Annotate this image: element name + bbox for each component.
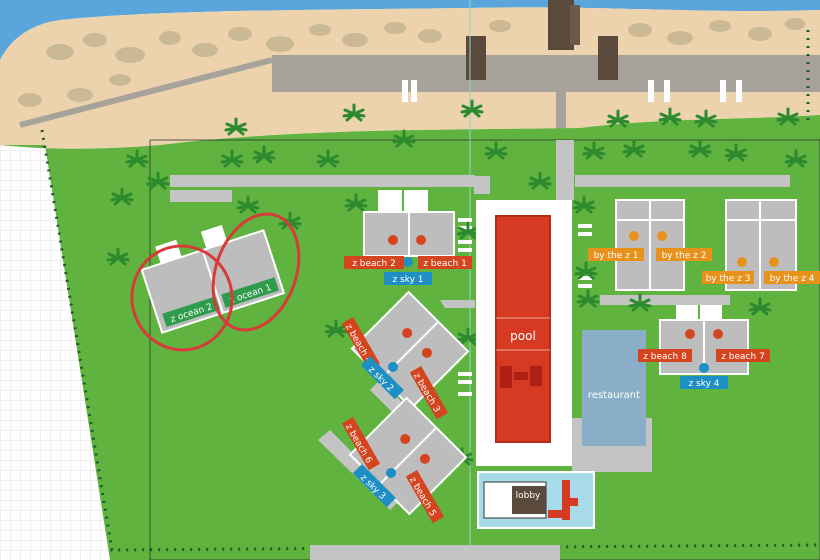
lobby-label: lobby — [516, 491, 541, 501]
villa-beach-1-2 — [363, 190, 455, 267]
pier — [548, 0, 574, 50]
shore-rocks — [18, 18, 805, 107]
highlight-circle-ocean-2 — [130, 244, 234, 352]
label-z-beach-7: z beach 7 — [721, 352, 765, 362]
restaurant-label: restaurant — [588, 390, 640, 401]
sea — [0, 0, 820, 60]
restaurant-building — [582, 330, 646, 446]
label-z-sky-4: z sky 4 — [688, 379, 719, 389]
label-by-the-z-2: by the z 2 — [662, 251, 707, 261]
property-boundary — [40, 129, 820, 552]
label-z-beach-1: z beach 1 — [423, 259, 467, 269]
label-z-sky-1: z sky 1 — [392, 275, 423, 285]
label-by-the-z-3: by the z 3 — [706, 274, 751, 284]
villa-beach-7-8 — [659, 305, 749, 375]
label-by-the-z-1: by the z 1 — [594, 251, 639, 261]
pool — [495, 215, 551, 443]
pool-label: pool — [510, 329, 536, 343]
villa-by-the-z-1-2 — [615, 199, 685, 291]
label-by-the-z-4: by the z 4 — [770, 274, 815, 284]
label-z-beach-8: z beach 8 — [643, 352, 687, 362]
highlight-circle-ocean-1 — [211, 212, 301, 332]
boardwalk — [272, 55, 820, 92]
label-z-beach-2: z beach 2 — [352, 259, 396, 269]
villa-beach-5-6 — [348, 396, 468, 516]
sunbeds — [458, 218, 592, 396]
beach-loungers — [402, 80, 742, 102]
